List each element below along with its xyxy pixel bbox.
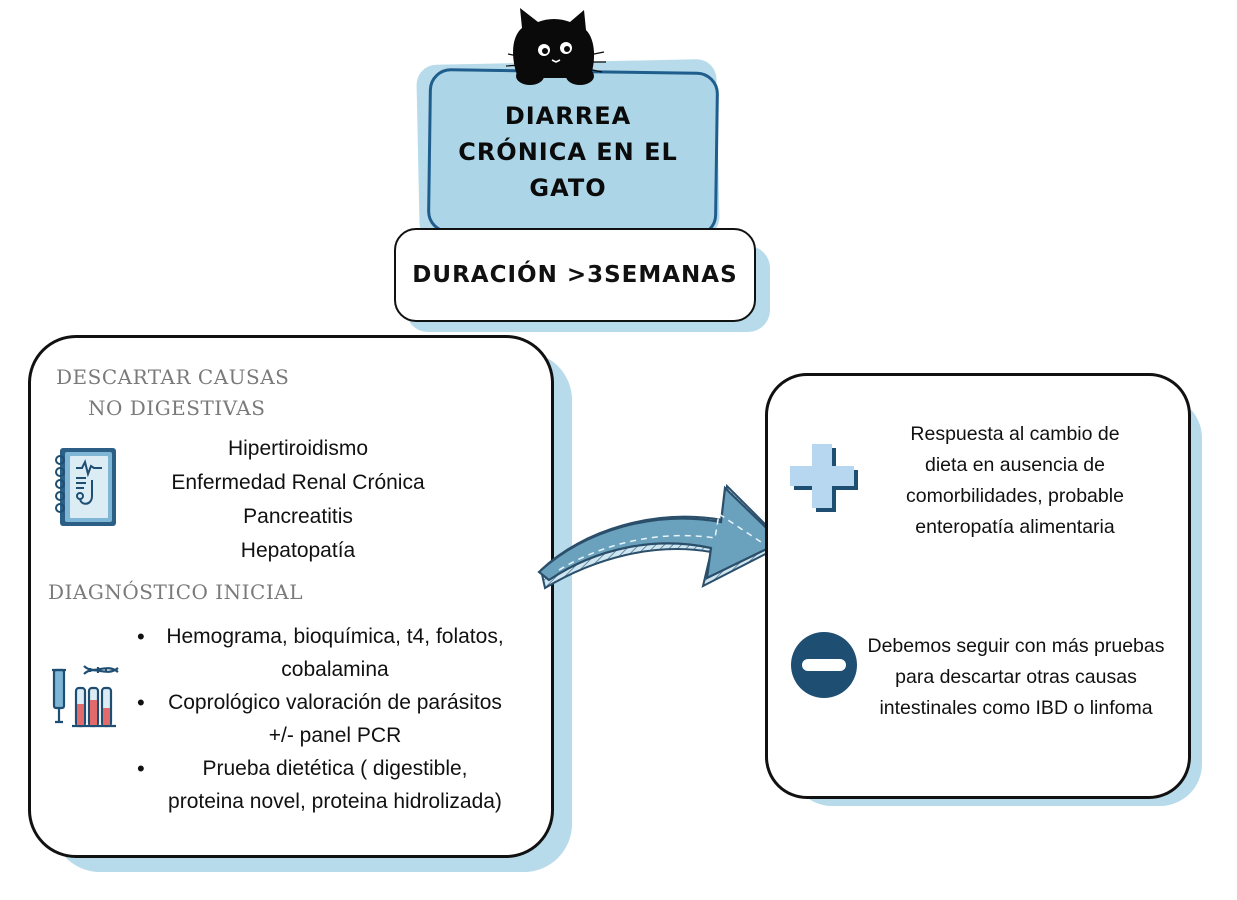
test-line: +/- panel PCR <box>268 724 402 747</box>
plus-icon <box>790 444 858 512</box>
positive-outcome-text: Respuesta al cambio de dieta en ausencia… <box>870 419 1160 543</box>
title-line-2: CRÓNICA EN EL <box>458 138 678 166</box>
test-line: cobalamina <box>281 658 389 681</box>
list-item: Coprológico valoración de parásitos +/- … <box>135 686 535 752</box>
title-line-1: DIARREA <box>504 102 632 130</box>
medical-notebook-icon <box>55 448 116 526</box>
cat-icon <box>505 8 606 85</box>
title-line-3: GATO <box>529 174 607 202</box>
curved-arrow-icon <box>537 483 787 590</box>
negative-line: intestinales como IBD o linfoma <box>879 697 1153 719</box>
test-line: Prueba dietética ( digestible, <box>202 757 468 780</box>
duration-label: DURACIÓN >3SEMANAS <box>412 262 738 288</box>
section-label-initial-diagnosis: DIAGNÓSTICO INICIAL <box>48 580 303 604</box>
section-label-rule-out-1: DESCARTAR CAUSAS <box>56 365 290 389</box>
list-item: Hemograma, bioquímica, t4, folatos, coba… <box>135 620 535 686</box>
section-label-rule-out-2: NO DIGESTIVAS <box>88 396 266 420</box>
cause-item: Enfermedad Renal Crónica <box>171 471 425 494</box>
test-line: Coprológico valoración de parásitos <box>168 691 502 714</box>
positive-line: enteropatía alimentaria <box>915 516 1115 538</box>
cause-item: Pancreatitis <box>243 505 353 528</box>
cause-item: Hepatopatía <box>240 539 356 562</box>
negative-line: para descartar otras causas <box>895 666 1137 688</box>
test-line: Hemograma, bioquímica, t4, folatos, <box>166 625 504 648</box>
list-item: Prueba dietética ( digestible, proteina … <box>135 752 535 818</box>
positive-line: dieta en ausencia de <box>925 454 1105 476</box>
positive-line: Respuesta al cambio de <box>910 423 1120 445</box>
lab-tests-icon <box>52 665 119 728</box>
positive-line: comorbilidades, probable <box>906 485 1124 507</box>
negative-outcome-text: Debemos seguir con más pruebas para desc… <box>852 631 1180 724</box>
minus-icon <box>791 632 857 698</box>
test-line: proteina novel, proteina hidrolizada) <box>168 790 502 813</box>
negative-line: Debemos seguir con más pruebas <box>867 635 1165 657</box>
cause-item: Hipertiroidismo <box>227 437 369 460</box>
page-title: DIARREA CRÓNICA EN EL GATO <box>448 98 688 206</box>
initial-tests-list: Hemograma, bioquímica, t4, folatos, coba… <box>135 620 535 818</box>
duration-box <box>394 228 756 322</box>
right-panel <box>765 373 1191 799</box>
